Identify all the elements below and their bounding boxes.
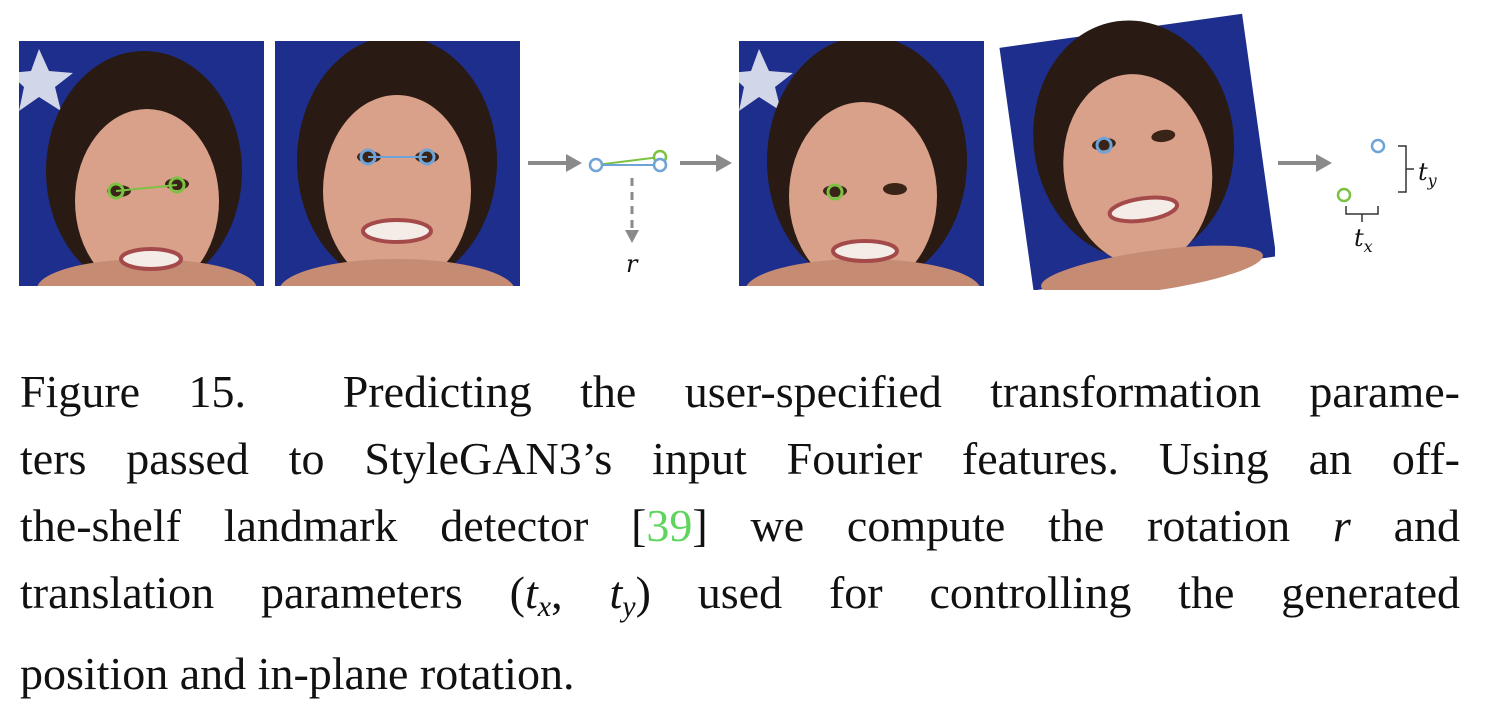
caption-line-4: translation parameters (tx, ty) used for… [20, 567, 1461, 623]
translation-diagram: ty tx [1278, 138, 1438, 256]
arrow-down-icon [625, 230, 639, 243]
tx-label: tx [1354, 224, 1373, 256]
caption-line-2: ters passed to StyleGAN3’s input Fourier… [20, 433, 1460, 484]
figure-panel: r [0, 0, 1488, 320]
caption-line-3: the-shelf landmark detector [39] we comp… [20, 500, 1461, 551]
face-photo-rotated [739, 41, 984, 286]
figure-caption: Figure 15. Predicting the user-specified… [20, 358, 1460, 707]
citation-link[interactable]: 39 [646, 500, 693, 551]
rotation-diagram: r [528, 149, 732, 278]
arrow-right-icon [716, 154, 732, 172]
rotation-label: r [626, 250, 639, 278]
caption-line-5: position and in-plane rotation. [20, 648, 575, 699]
caption-line-1: Figure 15. Predicting the user-specified… [20, 366, 1460, 417]
figure-number: Figure 15. [20, 366, 246, 417]
ty-label: ty [1418, 158, 1438, 190]
face-photo-aligned [275, 41, 520, 286]
arrow-right-icon [1316, 154, 1332, 172]
face-photo-translated [995, 10, 1275, 290]
face-photo-original [19, 41, 264, 286]
